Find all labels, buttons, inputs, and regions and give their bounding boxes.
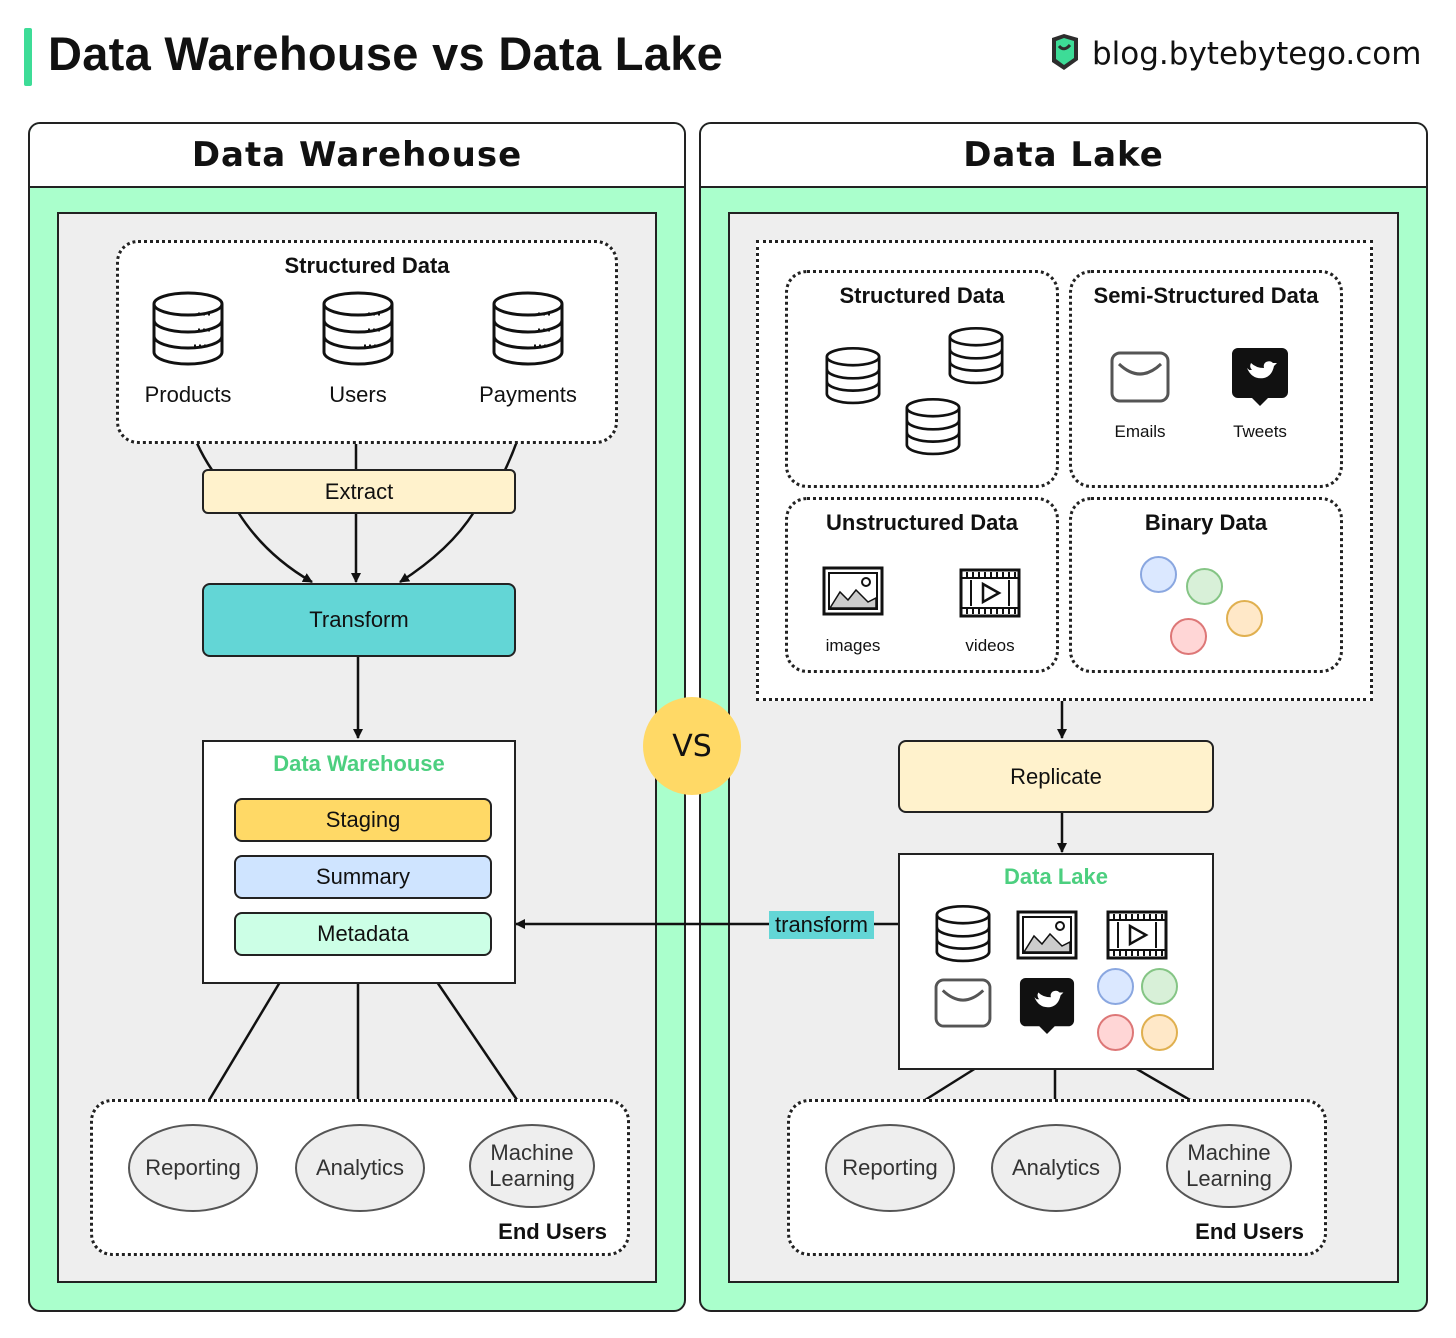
source-payments: Payments — [466, 290, 590, 408]
database-icon — [905, 397, 961, 456]
brand-url: blog.bytebytego.com — [1092, 36, 1422, 72]
emails-label: Emails — [1114, 422, 1166, 441]
database-icon — [935, 904, 991, 963]
email-icon — [934, 978, 992, 1028]
videos-label: videos — [965, 636, 1015, 655]
source-products: Products — [136, 290, 240, 408]
lake-binary-title: Binary Data — [1144, 510, 1268, 535]
page-title: Data Warehouse vs Data Lake — [48, 27, 724, 80]
database-icon — [152, 291, 224, 366]
bytebytego-logo-icon — [1048, 32, 1082, 77]
tweet-icon — [1232, 348, 1288, 406]
binary-blob-icon — [1097, 966, 1181, 1052]
source-products-label: Products — [144, 382, 232, 407]
lake-store: Data Lake — [898, 853, 1214, 1070]
tweets-label: Tweets — [1233, 422, 1287, 441]
database-icon — [322, 291, 394, 366]
transform-tag: transform — [769, 911, 874, 939]
lake-unstructured-title: Unstructured Data — [826, 510, 1018, 535]
lake-structured-title: Structured Data — [839, 283, 1005, 308]
lake-reporting[interactable]: Reporting — [825, 1124, 955, 1212]
image-icon — [822, 566, 884, 616]
transform-step[interactable]: Transform — [202, 583, 516, 657]
staging-layer[interactable]: Staging — [234, 798, 492, 842]
title-accent-bar — [24, 28, 32, 86]
lake-analytics[interactable]: Analytics — [991, 1124, 1121, 1212]
database-icon — [492, 291, 564, 366]
database-icon — [825, 346, 881, 405]
lake-panel-heading: Data Lake — [701, 124, 1426, 188]
warehouse-end-users-title: End Users — [498, 1219, 607, 1244]
warehouse-reporting[interactable]: Reporting — [128, 1124, 258, 1212]
source-users: Users — [306, 290, 410, 408]
extract-step[interactable]: Extract — [202, 469, 516, 514]
image-icon — [1016, 910, 1078, 960]
tweet-icon — [1019, 977, 1075, 1035]
binary-blob-icon — [1138, 554, 1268, 658]
lake-end-users-title: End Users — [1195, 1219, 1304, 1244]
warehouse-structured-title: Structured Data — [284, 253, 450, 278]
metadata-layer[interactable]: Metadata — [234, 912, 492, 956]
warehouse-analytics[interactable]: Analytics — [295, 1124, 425, 1212]
database-icon — [948, 326, 1004, 385]
replicate-step[interactable]: Replicate — [898, 740, 1214, 813]
images-label: images — [825, 636, 881, 655]
source-users-label: Users — [329, 382, 387, 407]
vs-label: VS — [672, 728, 712, 764]
warehouse-machine-learning[interactable]: Machine Learning — [469, 1124, 595, 1208]
warehouse-store: Data Warehouse Staging Summary Metadata — [202, 740, 516, 984]
video-icon — [959, 568, 1021, 618]
brand[interactable]: blog.bytebytego.com — [1048, 30, 1421, 78]
email-icon — [1110, 351, 1170, 403]
source-payments-label: Payments — [479, 382, 577, 407]
vs-badge: VS — [643, 697, 741, 795]
warehouse-store-title: Data Warehouse — [273, 751, 445, 776]
warehouse-panel-heading: Data Warehouse — [30, 124, 684, 188]
lake-machine-learning[interactable]: Machine Learning — [1166, 1124, 1292, 1208]
lake-semi-structured-title: Semi-Structured Data — [1093, 283, 1319, 308]
video-icon — [1106, 910, 1168, 960]
lake-store-title: Data Lake — [1004, 864, 1108, 889]
summary-layer[interactable]: Summary — [234, 855, 492, 899]
